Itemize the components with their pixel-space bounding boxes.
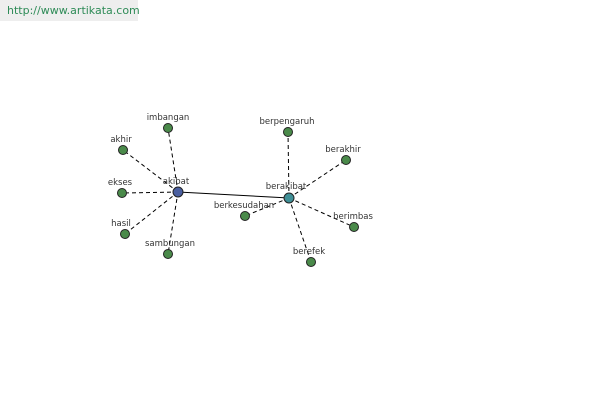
node-berakibat-dot[interactable] xyxy=(283,192,295,204)
node-berpengaruh[interactable]: berpengaruh xyxy=(259,117,315,137)
edge-berakibat-berakhir xyxy=(288,159,347,199)
node-berakhir-label[interactable]: berakhir xyxy=(325,145,361,155)
node-berefek[interactable]: berefek xyxy=(293,247,325,267)
node-akibat[interactable]: akibat xyxy=(163,177,190,198)
node-akhir[interactable]: akhir xyxy=(110,135,132,155)
node-berakibat[interactable]: berakibat xyxy=(266,182,307,204)
edge-akibat-berakibat xyxy=(177,191,290,199)
node-berpengaruh-dot[interactable] xyxy=(283,127,293,137)
node-hasil[interactable]: hasil xyxy=(111,219,131,239)
node-berkesudahan-label[interactable]: berkesudahan xyxy=(214,201,274,211)
node-berakibat-label[interactable]: berakibat xyxy=(266,182,307,192)
node-berimbas[interactable]: berimbas xyxy=(333,212,373,232)
node-berimbas-label[interactable]: berimbas xyxy=(333,212,373,222)
edge-akibat-hasil xyxy=(124,191,179,235)
node-imbangan-label[interactable]: imbangan xyxy=(147,113,190,123)
node-akibat-label[interactable]: akibat xyxy=(163,177,190,187)
node-berefek-dot[interactable] xyxy=(306,257,316,267)
edge-akibat-ekses xyxy=(121,191,179,194)
node-akibat-dot[interactable] xyxy=(172,186,184,198)
node-ekses[interactable]: ekses xyxy=(108,178,133,198)
node-sambungan[interactable]: sambungan xyxy=(145,239,195,259)
node-berefek-label[interactable]: berefek xyxy=(293,247,325,257)
node-akhir-label[interactable]: akhir xyxy=(110,135,132,145)
node-ekses-label[interactable]: ekses xyxy=(108,178,133,188)
node-berimbas-dot[interactable] xyxy=(349,222,359,232)
node-berkesudahan[interactable]: berkesudahan xyxy=(214,201,274,221)
node-sambungan-label[interactable]: sambungan xyxy=(145,239,195,249)
site-url-text[interactable]: http://www.artikata.com xyxy=(7,4,140,17)
node-berakhir-dot[interactable] xyxy=(341,155,351,165)
edge-akibat-akhir xyxy=(122,149,179,193)
node-imbangan-dot[interactable] xyxy=(163,123,173,133)
node-berakhir[interactable]: berakhir xyxy=(325,145,361,165)
node-hasil-label[interactable]: hasil xyxy=(111,219,131,229)
edge-berakibat-berimbas xyxy=(288,197,355,228)
site-url-label[interactable]: http://www.artikata.com xyxy=(0,0,140,21)
node-hasil-dot[interactable] xyxy=(120,229,130,239)
edge-berakibat-berkesudahan xyxy=(244,197,290,217)
node-akhir-dot[interactable] xyxy=(118,145,128,155)
node-berpengaruh-label[interactable]: berpengaruh xyxy=(259,117,314,127)
node-sambungan-dot[interactable] xyxy=(163,249,173,259)
node-imbangan[interactable]: imbangan xyxy=(147,113,190,133)
node-berkesudahan-dot[interactable] xyxy=(240,211,250,221)
node-ekses-dot[interactable] xyxy=(117,188,127,198)
edge-akibat-imbangan xyxy=(167,127,179,193)
edge-berakibat-berefek xyxy=(288,197,312,263)
edge-akibat-sambungan xyxy=(167,191,179,255)
